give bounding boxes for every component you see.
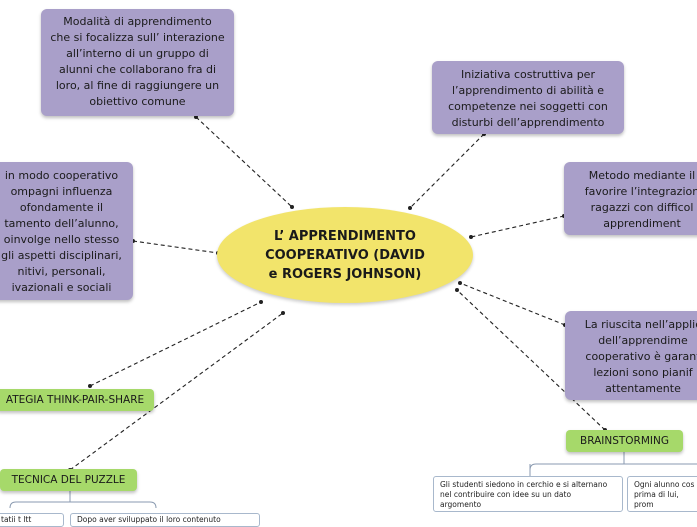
connector-puzzle	[69, 312, 284, 471]
connector-low-right	[459, 282, 566, 326]
brainstorming-branch	[529, 452, 697, 476]
connector-think-pair-share	[89, 301, 262, 387]
puzzle-branch	[9, 490, 157, 509]
connector-brainstorming	[456, 289, 606, 431]
topic-mid-left[interactable]: in modo cooperativo ompagni influenza of…	[0, 162, 133, 300]
topic-top-right[interactable]: Iniziativa costruttiva per l’apprendimen…	[432, 61, 624, 134]
strategy-puzzle[interactable]: TECNICA DEL PUZZLE	[0, 469, 137, 491]
topic-low-right[interactable]: La riuscita nell’applic dell’apprendime …	[565, 311, 697, 400]
connector-mid-left	[132, 240, 219, 254]
topic-top-left[interactable]: Modalità di apprendimento che si focaliz…	[41, 9, 234, 116]
strategy-think-pair-share[interactable]: ATEGIA THINK-PAIR-SHARE	[0, 389, 154, 411]
note-brainstorming-collaboration[interactable]: Ogni alunno cos prima di lui, prom colla…	[627, 476, 697, 512]
connector-top-right	[409, 133, 485, 209]
strategy-brainstorming[interactable]: BRAINSTORMING	[566, 430, 683, 452]
note-brainstorming-circle[interactable]: Gli studenti siedono in cerchio e si alt…	[433, 476, 623, 512]
note-puzzle-1[interactable]: tatii t ltt	[0, 513, 64, 527]
topic-mid-right[interactable]: Metodo mediante il favorire l’integrazio…	[564, 162, 697, 235]
central-topic[interactable]: L’ APPRENDIMENTO COOPERATIVO (DAVID e RO…	[217, 207, 473, 303]
note-puzzle-2[interactable]: Dopo aver sviluppato il loro contenuto	[70, 513, 260, 527]
connector-mid-right	[470, 215, 565, 238]
connector-top-left	[195, 116, 293, 208]
